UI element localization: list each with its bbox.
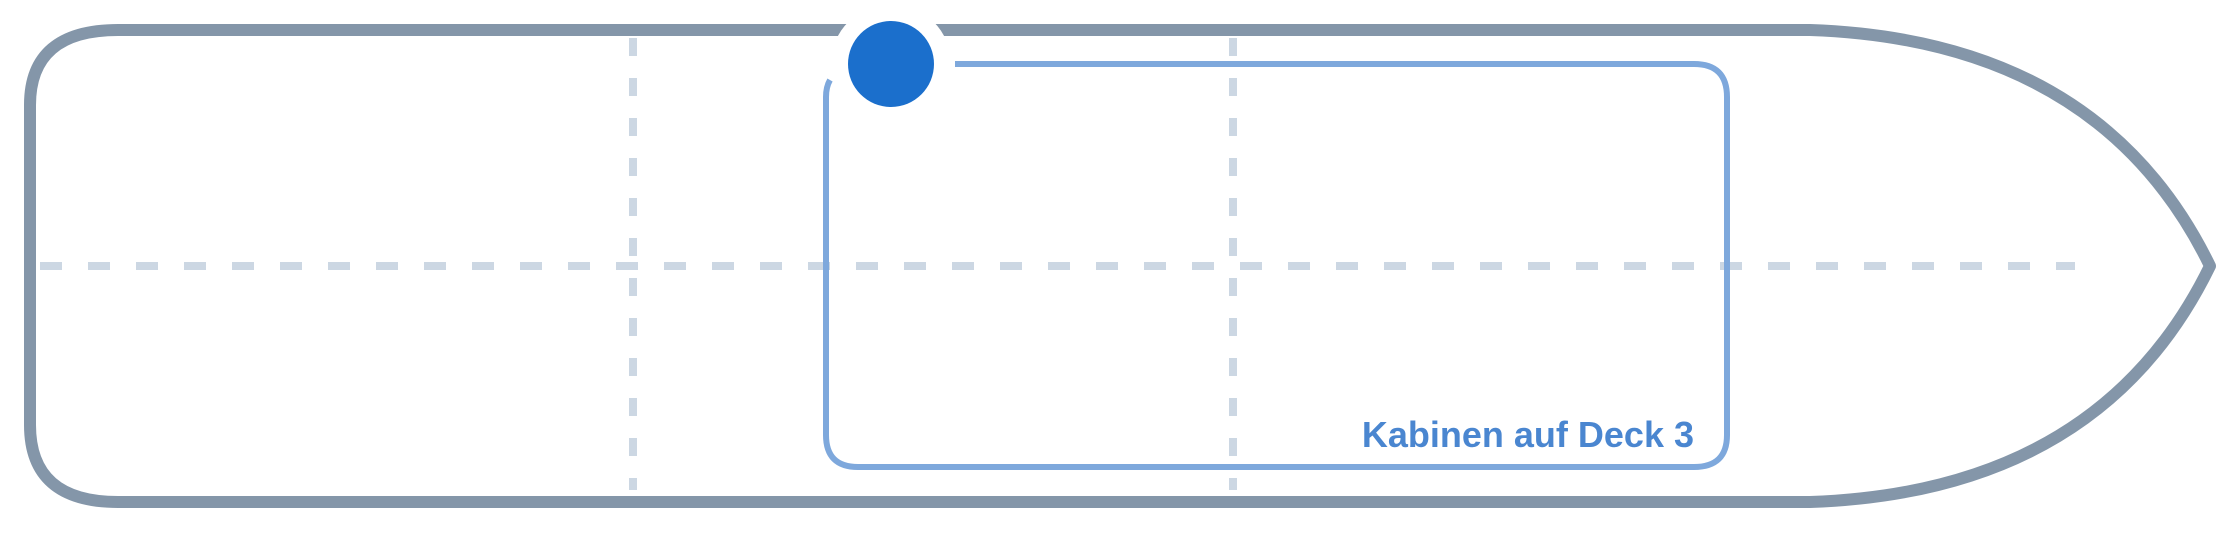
cabin-zone-label: Kabinen auf Deck 3	[1362, 414, 1694, 455]
hull-outline	[24, 24, 2216, 508]
location-dot-icon[interactable]	[848, 21, 934, 107]
cabin-zone-outline[interactable]	[823, 61, 1730, 470]
